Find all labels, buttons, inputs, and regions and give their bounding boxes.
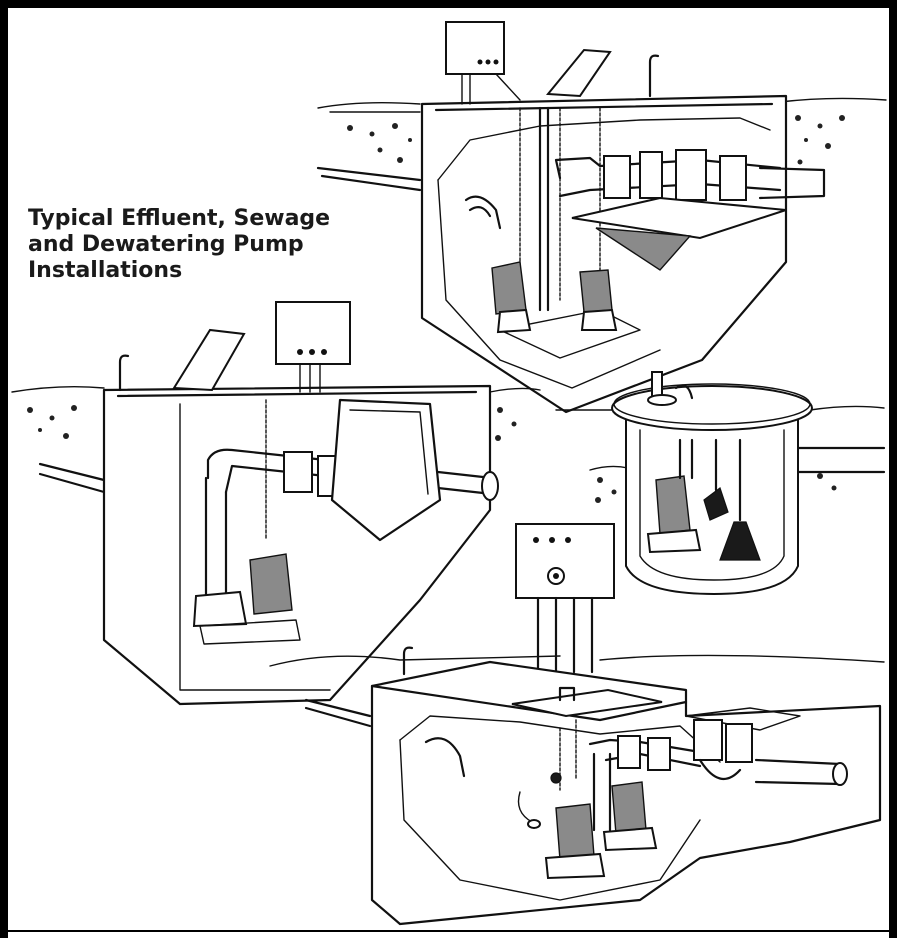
pump-right (611, 781, 647, 835)
figure-title: Typical Effluent, Sewage and Dewatering … (28, 206, 388, 284)
pump (655, 475, 691, 535)
hatch-lid (172, 328, 246, 392)
middle-right-round-basin (555, 371, 886, 596)
top-right-duplex-installation (316, 21, 887, 414)
pump-left (555, 803, 595, 861)
title-line-1: Typical Effluent, Sewage (28, 206, 331, 231)
bottom-duplex-installation (269, 523, 885, 926)
middle-left-simplex-installation (11, 301, 541, 706)
hatch-lid (545, 48, 612, 98)
control-panel-box (445, 21, 505, 75)
basin-lid (511, 688, 663, 718)
pump-right (579, 269, 613, 313)
title-line-2: and Dewatering Pump (28, 232, 304, 257)
pump-left (491, 261, 527, 315)
control-panel-box (515, 523, 615, 599)
pump (249, 553, 293, 615)
title-line-3: Installations (28, 258, 183, 283)
